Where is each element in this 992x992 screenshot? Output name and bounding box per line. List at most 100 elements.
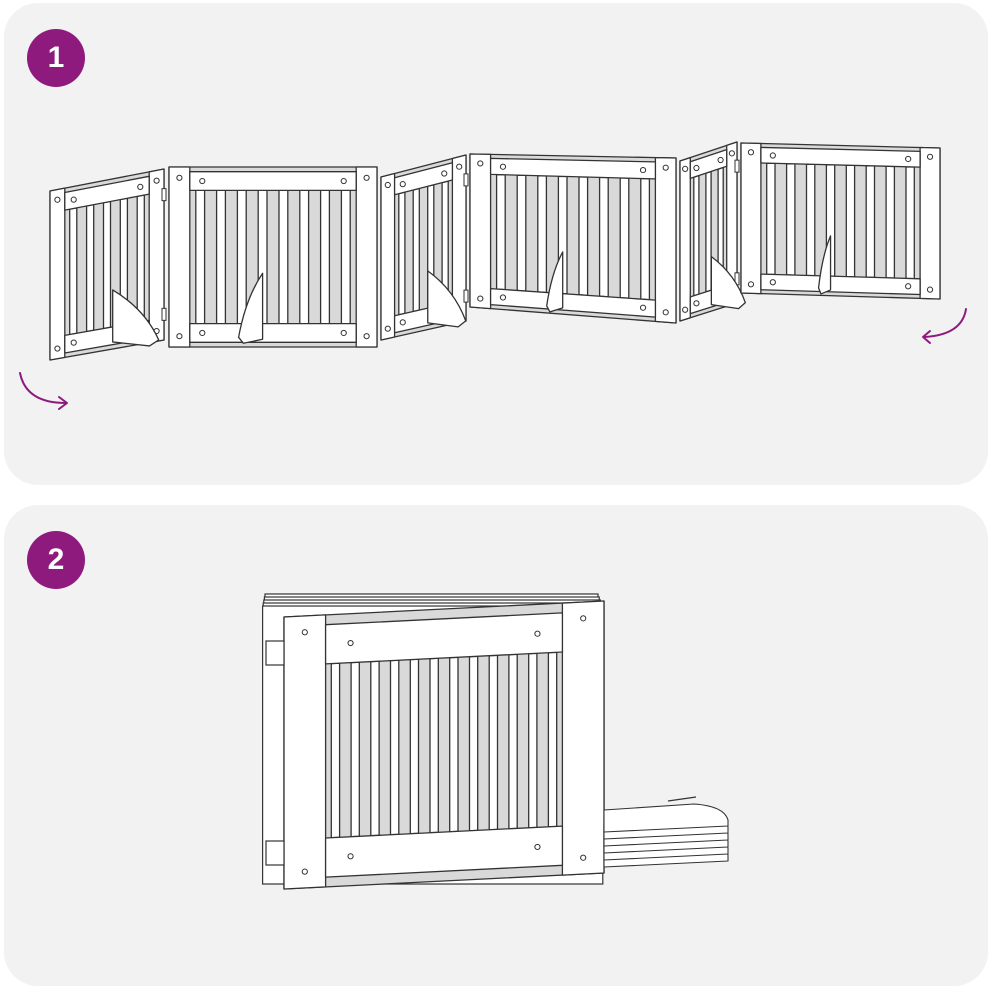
slat xyxy=(319,189,331,325)
bolt-hole xyxy=(580,615,587,622)
slat xyxy=(845,164,856,278)
slat xyxy=(136,194,145,324)
bolt-hole xyxy=(441,170,448,177)
right-post xyxy=(919,146,941,300)
support-foot xyxy=(546,251,564,313)
slat xyxy=(449,656,459,833)
slat xyxy=(508,653,518,830)
bolt-hole xyxy=(717,156,724,164)
support-foot xyxy=(817,235,832,295)
bolt-hole xyxy=(456,163,463,170)
slat xyxy=(398,191,406,316)
rotate-arrow-right-head xyxy=(922,330,931,344)
right-post xyxy=(654,156,677,324)
slat xyxy=(537,175,548,294)
bolt-hole xyxy=(477,295,484,302)
gate-panel xyxy=(49,168,167,361)
hinge xyxy=(265,640,285,666)
bolt-hole xyxy=(363,174,370,181)
slat xyxy=(468,655,479,832)
support-foot xyxy=(112,289,160,347)
slat xyxy=(578,176,589,297)
bolt-hole xyxy=(662,164,669,171)
gate-panel xyxy=(740,142,941,300)
hinge xyxy=(161,188,167,202)
slat xyxy=(370,660,380,837)
bolt-hole xyxy=(747,149,755,156)
step-2-badge: 2 xyxy=(27,531,85,589)
bolt-hole xyxy=(534,630,541,637)
slat xyxy=(766,162,776,276)
gate-panel xyxy=(380,154,469,341)
right-post xyxy=(148,168,165,344)
slat xyxy=(705,170,712,293)
top-rail xyxy=(324,612,564,665)
top-rail xyxy=(689,148,728,180)
bolt-hole xyxy=(682,306,689,313)
top-rail xyxy=(64,175,150,211)
rotate-arrow-right xyxy=(923,308,967,338)
slat xyxy=(528,652,538,829)
bolt-hole xyxy=(926,153,934,160)
bolt-hole xyxy=(70,196,77,203)
slat xyxy=(102,200,112,330)
folded-gate-illustration xyxy=(262,593,729,890)
bolt-hole xyxy=(176,174,183,181)
bolt-hole xyxy=(926,286,934,293)
support-foot xyxy=(427,270,467,328)
slat xyxy=(299,189,310,325)
slat xyxy=(693,174,700,297)
foot-slot xyxy=(667,796,697,802)
slat xyxy=(547,651,558,828)
step-1-badge: 1 xyxy=(27,29,85,87)
step-2-number: 2 xyxy=(47,543,65,576)
bolt-hole xyxy=(70,339,77,346)
slat xyxy=(330,662,341,839)
slat xyxy=(195,189,206,325)
bolt-hole xyxy=(477,160,484,167)
slat xyxy=(640,177,651,301)
slat xyxy=(598,176,609,298)
slat xyxy=(409,658,420,835)
gate-panel xyxy=(679,141,746,322)
bolt-hole xyxy=(580,854,587,861)
unfolded-gate-illustration xyxy=(19,141,967,410)
left-post xyxy=(49,187,66,361)
slat xyxy=(488,654,499,831)
bolt-hole xyxy=(347,853,354,860)
slat xyxy=(340,189,351,325)
bolt-hole xyxy=(384,181,391,189)
left-post xyxy=(679,156,691,322)
bolt-hole xyxy=(54,345,61,352)
gate-panel xyxy=(283,600,605,890)
slat xyxy=(785,163,796,276)
bolt-hole xyxy=(499,294,507,301)
support-foot xyxy=(710,256,746,310)
bottom-rail xyxy=(489,287,657,318)
bottom-rail xyxy=(189,322,357,343)
bolt-hole xyxy=(662,309,669,316)
rotate-arrow-left-head xyxy=(58,396,68,410)
bolt-hole xyxy=(176,333,183,340)
slat xyxy=(278,189,289,325)
step-1-panel: 1 xyxy=(4,3,988,485)
hinge xyxy=(265,840,285,866)
slat xyxy=(905,166,915,280)
slat xyxy=(350,661,360,838)
bolt-hole xyxy=(747,281,755,288)
bolt-hole xyxy=(347,639,354,647)
bolt-hole xyxy=(639,304,647,311)
slat xyxy=(429,657,439,834)
slat xyxy=(389,659,400,836)
left-post xyxy=(469,153,492,310)
bolt-hole xyxy=(728,150,735,157)
bottom-rail xyxy=(760,273,921,296)
slat xyxy=(85,203,95,333)
bolt-hole xyxy=(693,300,700,307)
top-rail xyxy=(489,157,657,180)
right-post xyxy=(355,166,378,348)
bolt-hole xyxy=(399,319,406,326)
bolt-hole xyxy=(693,164,700,172)
support-foot xyxy=(237,272,264,344)
hinge xyxy=(161,307,167,321)
